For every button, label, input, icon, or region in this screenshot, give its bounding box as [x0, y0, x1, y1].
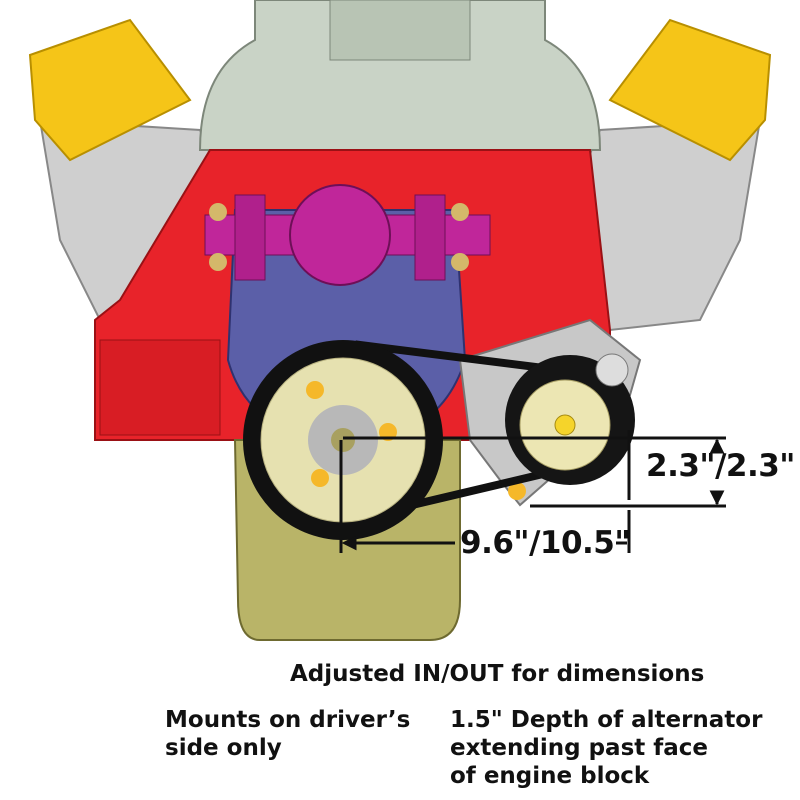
horizontal-dimension-label: 9.6"/10.5"	[460, 525, 631, 561]
mounts-note: Mounts on driver’s side only	[165, 706, 410, 762]
vertical-dimension-label: 2.3"/2.3"	[646, 448, 795, 484]
adjusted-note: Adjusted IN/OUT for dimensions	[290, 661, 705, 687]
intake-manifold	[198, 0, 602, 151]
dimension-lines	[339, 430, 726, 553]
depth-note-line3: of engine block	[450, 763, 650, 789]
left-valve-cover	[28, 18, 192, 162]
depth-note-line2: extending past face	[450, 735, 709, 761]
depth-note: 1.5" Depth of alternator extending past …	[450, 706, 762, 790]
mounts-note-line2: side only	[165, 735, 282, 761]
water-pump	[289, 184, 391, 286]
mounts-note-line1: Mounts on driver’s	[165, 707, 411, 733]
right-valve-cover	[608, 18, 772, 162]
depth-note-line1: 1.5" Depth of alternator	[450, 707, 763, 733]
